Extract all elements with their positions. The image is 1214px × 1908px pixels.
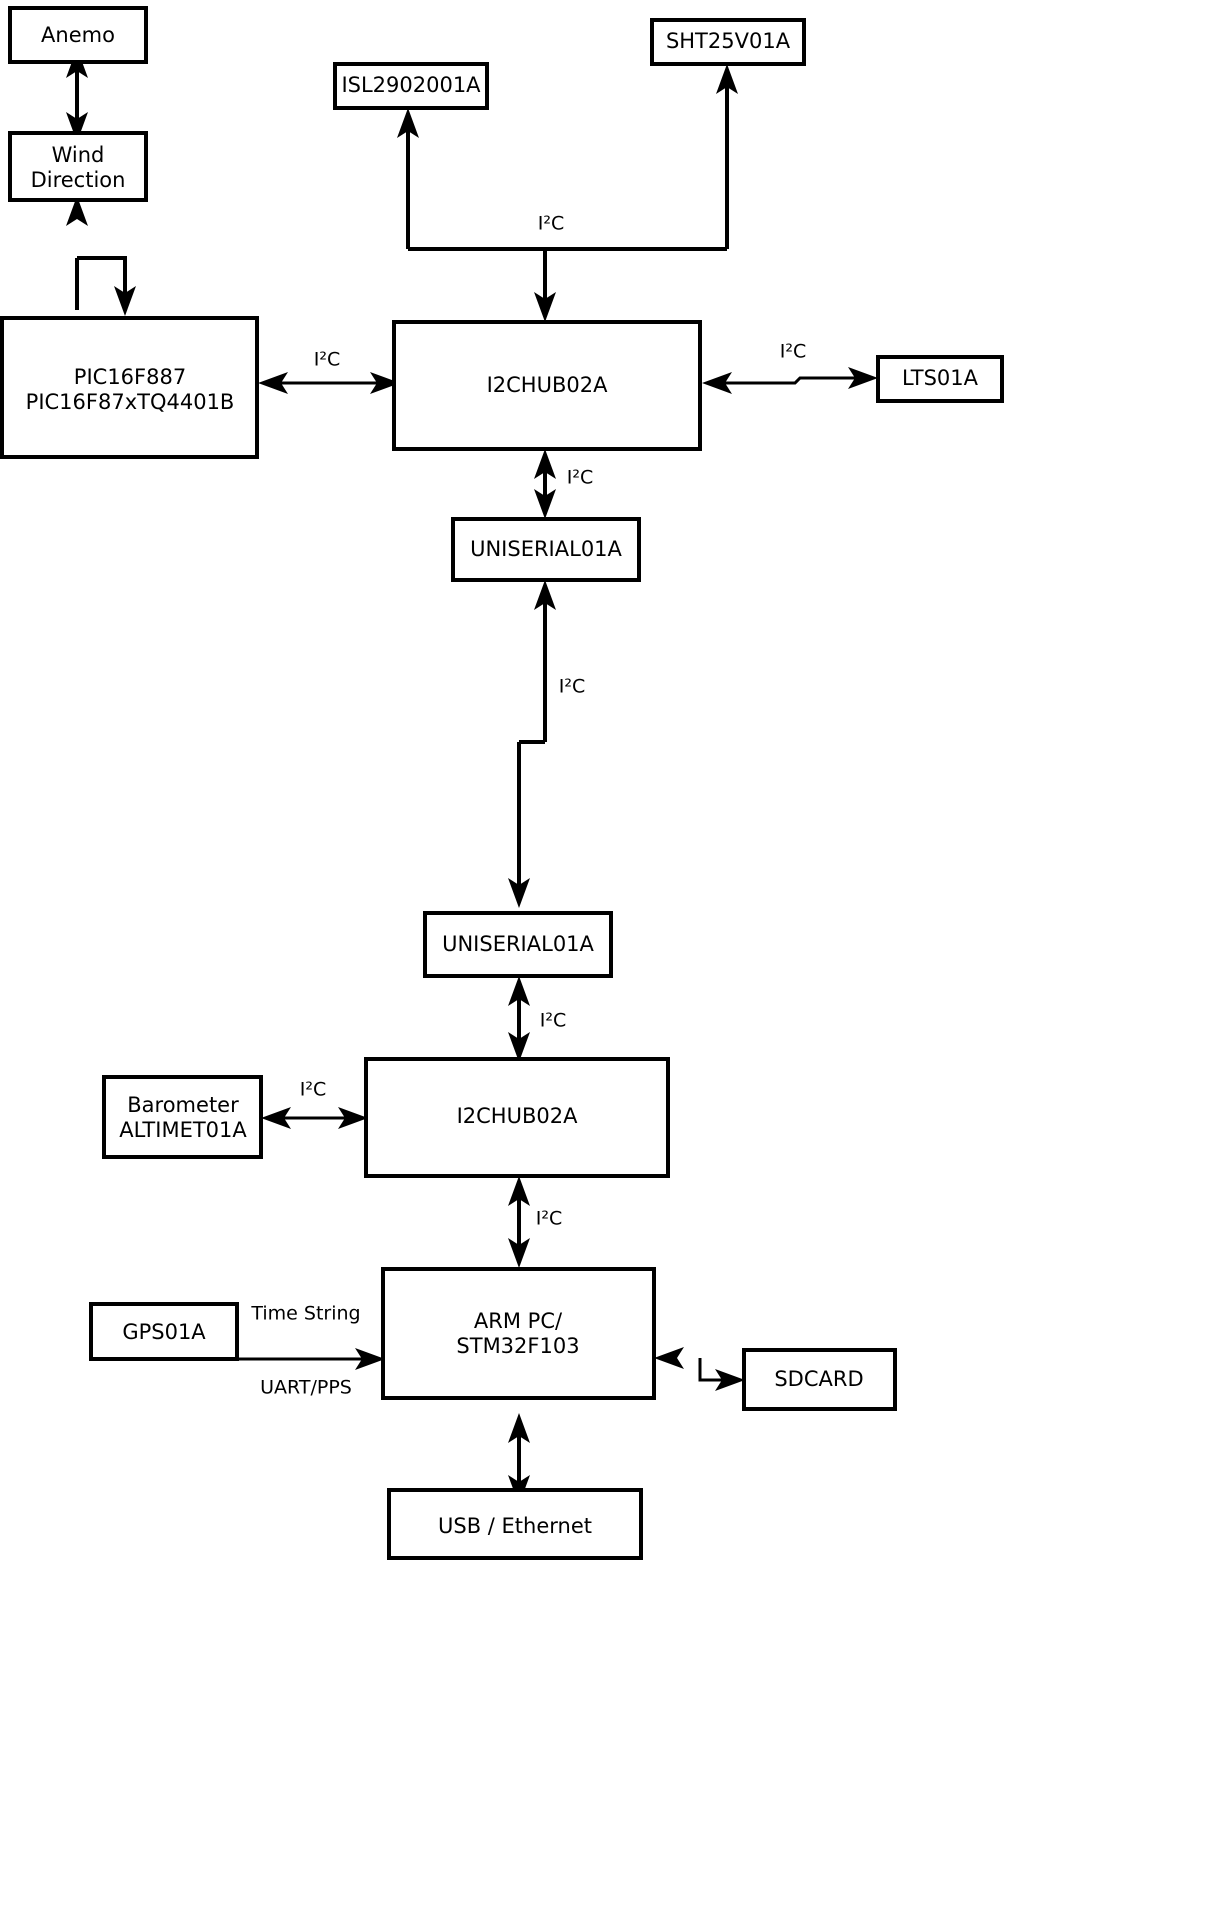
node-gps01a[interactable]: GPS01A: [89, 1302, 239, 1361]
node-arm-label-line1: ARM PC/: [474, 1309, 563, 1333]
node-i2chub02a-bottom[interactable]: I2CHUB02A: [364, 1057, 670, 1178]
edge-pic-wind-direction: [66, 196, 136, 316]
node-anemo[interactable]: Anemo: [8, 6, 148, 64]
edge-hub-top-uniserial-top: [534, 449, 556, 519]
edge-label-pic-hub-i2c: I²C: [314, 349, 341, 371]
node-sdcard-label: SDCARD: [774, 1367, 863, 1391]
node-arm-pc-stm32f103[interactable]: ARM PC/ STM32F103: [381, 1267, 656, 1400]
node-i2chub02a-top-label: I2CHUB02A: [487, 373, 609, 397]
edge-hub-top-lts: [702, 367, 878, 394]
edge-uniserial-link: [508, 580, 556, 908]
node-uniserial01a-bottom-label: UNISERIAL01A: [442, 932, 594, 956]
node-pic16f887-label-line2: PIC16F87xTQ4401B: [26, 390, 235, 414]
node-i2chub02a-top[interactable]: I2CHUB02A: [392, 320, 702, 451]
edge-label-hub-uniserial-i2c: I²C: [567, 467, 594, 489]
node-wind-direction[interactable]: Wind Direction: [8, 131, 148, 202]
node-sht25v01a[interactable]: SHT25V01A: [650, 18, 806, 66]
node-barometer-label-line2: ALTIMET01A: [119, 1118, 247, 1142]
edge-label-gps-uart-pps: UART/PPS: [260, 1377, 352, 1399]
edge-label-hub-lts-i2c: I²C: [780, 341, 807, 363]
node-uniserial01a-top-label: UNISERIAL01A: [470, 537, 622, 561]
node-isl2902001a-label: ISL2902001A: [341, 73, 481, 97]
node-usb-ethernet-label: USB / Ethernet: [438, 1514, 592, 1538]
edge-hub-bottom-arm: [508, 1176, 530, 1268]
node-i2chub02a-bottom-label: I2CHUB02A: [457, 1104, 579, 1128]
node-barometer-label-line1: Barometer: [127, 1093, 239, 1117]
node-isl2902001a[interactable]: ISL2902001A: [333, 62, 489, 110]
node-pic16f887[interactable]: PIC16F887 PIC16F87xTQ4401B: [0, 316, 259, 459]
node-wind-direction-label-line1: Wind: [52, 143, 105, 167]
edge-label-uniserial-hub-i2c: I²C: [540, 1010, 567, 1032]
node-barometer-altimet01a[interactable]: Barometer ALTIMET01A: [102, 1075, 263, 1159]
edge-pic-hub-top: [258, 372, 400, 394]
node-uniserial01a-top[interactable]: UNISERIAL01A: [451, 517, 641, 582]
edge-arm-sdcard: [654, 1347, 745, 1391]
node-sdcard[interactable]: SDCARD: [742, 1348, 897, 1411]
edge-label-hub-arm-i2c: I²C: [536, 1208, 563, 1230]
node-lts01a[interactable]: LTS01A: [876, 355, 1004, 403]
edge-barometer-hub-bottom: [261, 1107, 368, 1129]
node-wind-direction-label-line2: Direction: [31, 168, 126, 192]
node-usb-ethernet[interactable]: USB / Ethernet: [387, 1488, 643, 1560]
node-arm-label-line2: STM32F103: [456, 1334, 579, 1358]
node-uniserial01a-bottom[interactable]: UNISERIAL01A: [423, 911, 613, 978]
edge-label-top-bus-i2c: I²C: [538, 213, 565, 235]
edge-label-gps-time-string: Time String: [250, 1303, 360, 1325]
edge-label-barometer-hub-i2c: I²C: [300, 1079, 327, 1101]
edge-gps-arm: [237, 1348, 385, 1370]
edge-uniserial-bottom-hub-bottom: [508, 976, 530, 1062]
node-pic16f887-label-line1: PIC16F887: [74, 365, 186, 389]
edge-top-i2c-bus: [397, 64, 738, 322]
edge-label-uniserial-link-i2c: I²C: [559, 676, 586, 698]
node-lts01a-label: LTS01A: [902, 366, 979, 390]
node-anemo-label: Anemo: [41, 23, 115, 47]
node-sht25v01a-label: SHT25V01A: [666, 29, 791, 53]
node-gps01a-label: GPS01A: [122, 1320, 206, 1344]
